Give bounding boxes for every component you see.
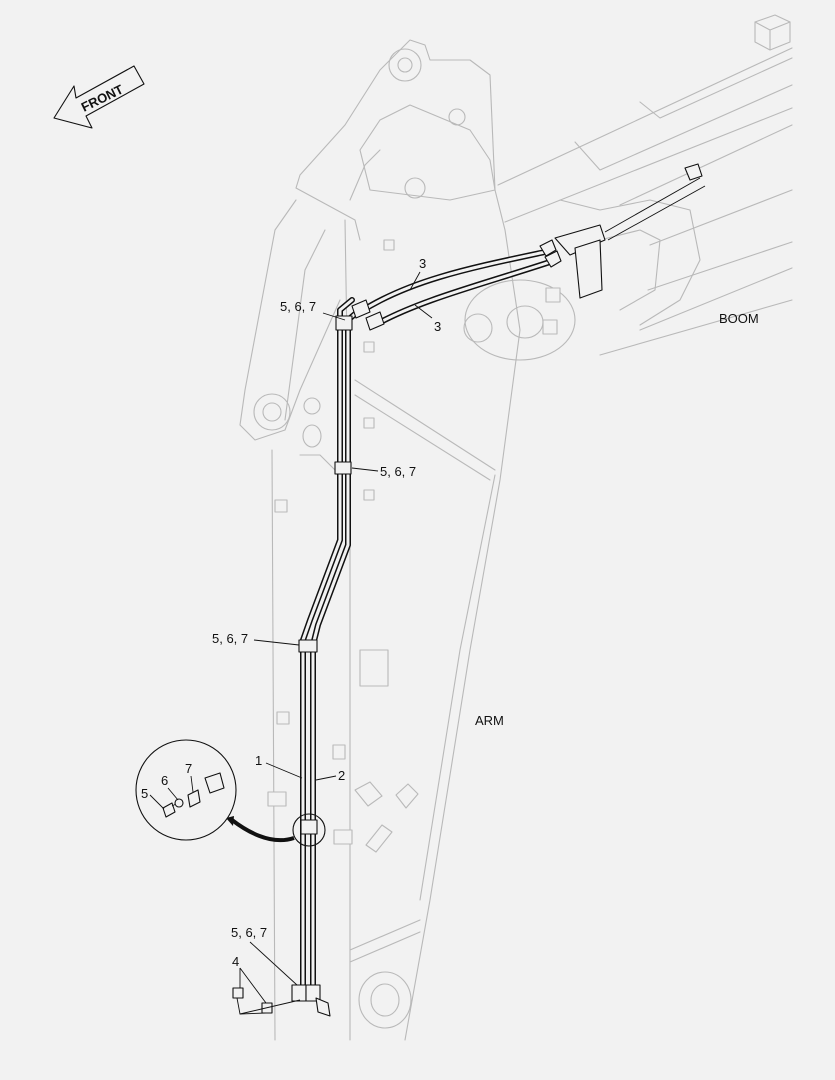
arm-structure (239, 39, 521, 1041)
callout-3-upper: 3 (419, 256, 426, 271)
callout-5-6-7-top: 5, 6, 7 (280, 299, 316, 314)
callout-7: 7 (185, 761, 192, 776)
pipe-1 (300, 297, 355, 993)
callout-5-6-7-bottom: 5, 6, 7 (231, 925, 267, 940)
callout-6: 6 (161, 773, 168, 788)
clamp-middle (298, 639, 318, 653)
clamp-lower-detail (226, 813, 326, 847)
boom-hose-fittings (539, 163, 706, 299)
callout-2: 2 (338, 768, 345, 783)
callout-4: 4 (232, 954, 239, 969)
callout-3-lower: 3 (434, 319, 441, 334)
callout-labels: BOOM ARM 5, 6, 7 5, 6, 7 5, 6, 7 5, 6, 7… (141, 256, 759, 969)
callout-5-6-7-middle: 5, 6, 7 (212, 631, 248, 646)
clamp-upper (334, 461, 352, 475)
leader-lines (239, 271, 433, 1004)
hose-3 (357, 249, 553, 328)
callout-5-6-7-upper: 5, 6, 7 (380, 464, 416, 479)
callout-1: 1 (255, 753, 262, 768)
arm-label: ARM (475, 713, 504, 728)
callout-5: 5 (141, 786, 148, 801)
detail-bubble (135, 739, 237, 841)
clamp-bottom (232, 984, 331, 1017)
detail-leaders (149, 775, 194, 810)
front-arrow: FRONT (53, 65, 145, 129)
boom-label: BOOM (719, 311, 759, 326)
top-fittings (335, 299, 385, 331)
boom-foot-pivot (463, 279, 576, 361)
boom-structure (497, 14, 793, 356)
